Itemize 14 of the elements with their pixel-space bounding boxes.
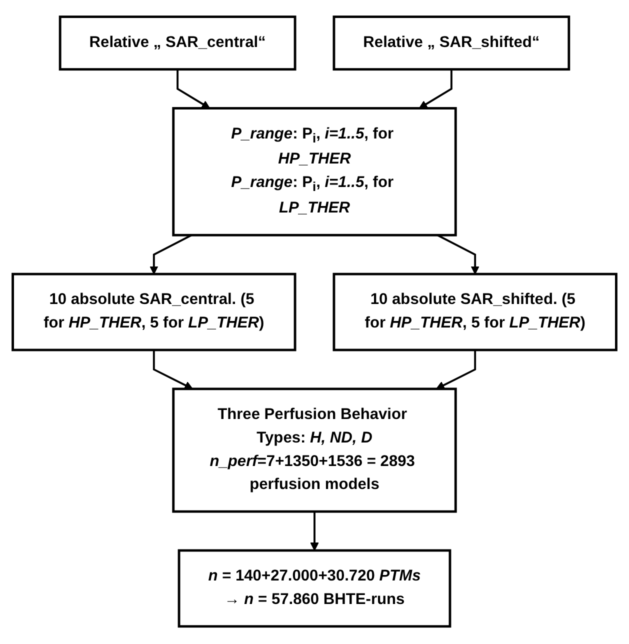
node-box: 10 absolute SAR_central. (5 for HP_THER, 5 for LP_THER)	[12, 273, 296, 352]
arrow	[150, 234, 192, 275]
node-box: Relative „ SAR_central“	[58, 16, 296, 71]
arrow	[152, 350, 193, 390]
arrow	[436, 234, 480, 275]
node-box: P_range: P$_{i}$, i=1..5, for HP_THER P_range: P$_{i}$, i=1..5, for LP_THER	[172, 107, 457, 237]
node-box: Three Perfusion Behavior Types: H, ND, D n_perf=7+1350+1536 = 2893 perfusion models	[172, 388, 457, 514]
node-box: n = 140+27.000+30.720 PTMs → n = 57.860 BHTE-runs	[178, 550, 452, 628]
arrow	[310, 512, 319, 552]
node-box: 10 absolute SAR_shifted. (5 for HP_THER, 5 for LP_THER)	[332, 273, 618, 352]
arrow	[418, 70, 452, 110]
node-box: Relative „ SAR_shifted“	[332, 16, 570, 71]
arrow	[176, 70, 210, 110]
arrow	[436, 350, 476, 390]
